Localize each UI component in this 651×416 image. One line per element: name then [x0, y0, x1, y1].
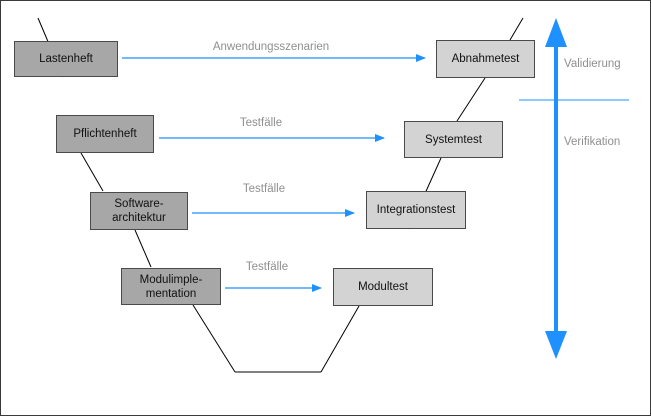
label-testfaelle-1: Testfälle: [239, 117, 283, 129]
stage-integrationstest: Integrationstest: [366, 191, 466, 229]
label-anwendungsszenarien: Anwendungsszenarien: [212, 41, 330, 53]
validation-double-arrow: [545, 18, 567, 359]
v-left-segment-2: [80, 152, 104, 192]
stage-systemtest: Systemtest: [404, 121, 503, 158]
label-testfaelle-2: Testfälle: [242, 183, 286, 195]
stage-softwarearchitektur: Software- architektur: [90, 192, 188, 230]
v-left-segment-4: [192, 304, 236, 373]
stage-pflichtenheft: Pflichtenheft: [56, 115, 154, 153]
stage-lastenheft: Lastenheft: [14, 41, 118, 77]
stage-modulimplementation: Modulimple- mentation: [121, 268, 221, 305]
v-left-segment-3: [134, 229, 152, 268]
label-verifikation: Verifikation: [564, 136, 621, 148]
stage-modultest: Modultest: [333, 268, 433, 306]
label-validierung: Validierung: [564, 58, 621, 70]
v-right-segment-1: [320, 305, 360, 373]
label-testfaelle-3: Testfälle: [245, 261, 289, 273]
v-right-segment-4: [509, 17, 524, 41]
v-right-segment-3: [456, 77, 486, 122]
stage-abnahmetest: Abnahmetest: [436, 40, 535, 78]
